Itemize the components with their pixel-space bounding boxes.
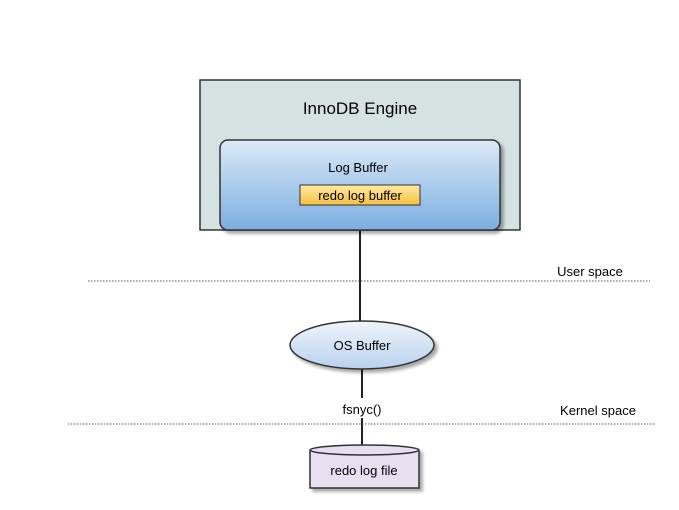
redo-log-buffer-box: redo log buffer: [299, 184, 421, 206]
os-buffer-label: OS Buffer: [334, 338, 392, 353]
fsync-label: fsnyc(): [343, 402, 382, 417]
kernel-space-label: Kernel space: [560, 403, 636, 418]
user-space-label: User space: [557, 264, 623, 279]
os-buffer-ellipse: OS Buffer: [289, 320, 435, 370]
redo-log-file-label: redo log file: [330, 463, 397, 478]
redo-log-buffer-label: redo log buffer: [318, 188, 402, 203]
log-buffer-title: Log Buffer: [328, 160, 388, 175]
redo-log-file-cylinder: [309, 444, 420, 489]
innodb-engine-title: InnoDB Engine: [303, 99, 417, 118]
